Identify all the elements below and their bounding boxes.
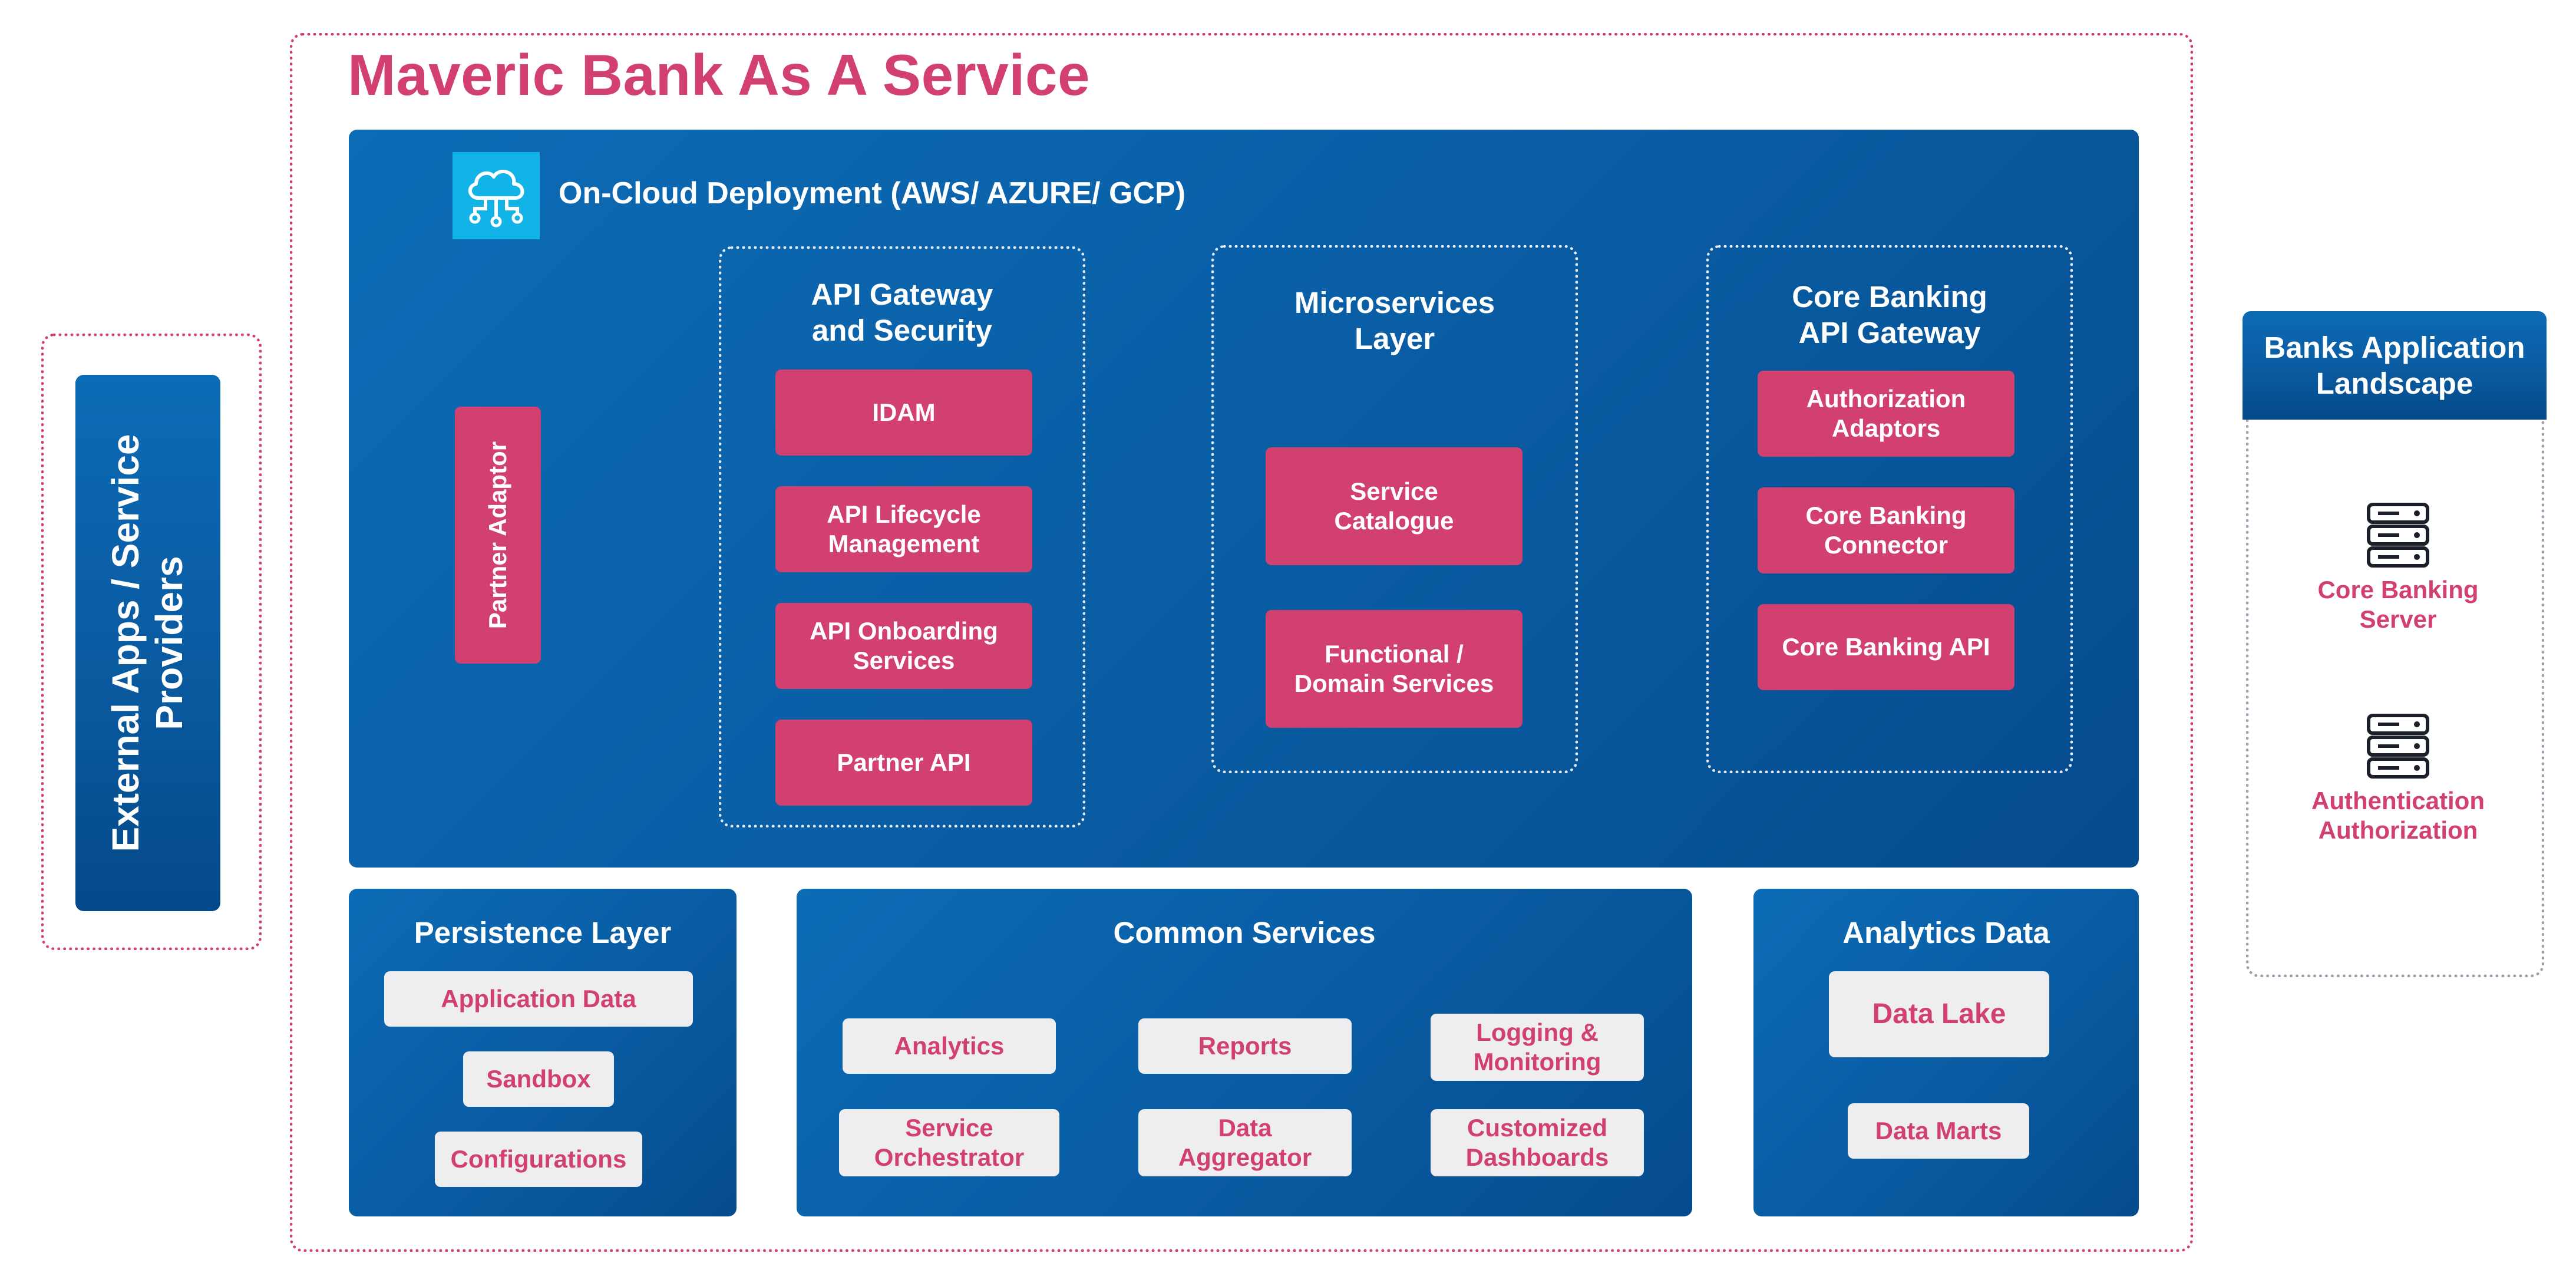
api-onboarding-box: API Onboarding Services (775, 603, 1032, 689)
microservices-group: Microservices Layer Service Catalogue Fu… (1211, 245, 1578, 773)
server-icon (2365, 712, 2431, 780)
core-banking-server-label: Core Banking Server (2317, 576, 2479, 634)
persistence-layer-panel: Persistence Layer Application Data Sandb… (349, 889, 737, 1216)
idam-box: IDAM (775, 370, 1032, 456)
configurations-pill: Configurations (435, 1132, 642, 1187)
api-gateway-title: API Gateway and Security (811, 278, 993, 348)
data-marts-pill: Data Marts (1848, 1103, 2029, 1159)
cloud-network-icon (453, 152, 540, 239)
analytics-data-title: Analytics Data (1842, 916, 2050, 949)
logging-monitoring-pill: Logging & Monitoring (1431, 1014, 1644, 1081)
authentication-authorization-label: Authentication Authorization (2311, 787, 2485, 845)
application-data-pill: Application Data (384, 971, 693, 1027)
banks-landscape-frame (2246, 413, 2544, 977)
external-apps-label: External Apps / Service Providers (104, 434, 190, 852)
service-orchestrator-pill: Service Orchestrator (839, 1109, 1059, 1176)
service-catalogue-box: Service Catalogue (1266, 447, 1523, 565)
sandbox-pill: Sandbox (463, 1051, 614, 1107)
customized-dashboards-pill: Customized Dashboards (1431, 1109, 1644, 1176)
api-lifecycle-box: API Lifecycle Management (775, 486, 1032, 572)
external-frame (41, 334, 262, 950)
common-services-title: Common Services (1113, 916, 1376, 949)
microservices-title: Microservices Layer (1294, 286, 1495, 356)
domain-services-box: Functional / Domain Services (1266, 610, 1523, 728)
api-gateway-group: API Gateway and Security IDAM API Lifecy… (719, 246, 1085, 827)
partner-adaptor: Partner Adaptor (455, 407, 541, 664)
persistence-title: Persistence Layer (414, 916, 672, 949)
banks-landscape-header: Banks Application Landscape (2243, 311, 2547, 420)
external-apps-panel: External Apps / Service Providers (75, 375, 220, 911)
cloud-deployment-label: On-Cloud Deployment (AWS/ AZURE/ GCP) (559, 176, 1186, 210)
analytics-pill: Analytics (843, 1018, 1056, 1074)
core-banking-connector-box: Core Banking Connector (1758, 487, 2014, 573)
banks-landscape-title: Banks Application Landscape (2264, 330, 2525, 400)
page-title: Maveric Bank As A Service (348, 42, 1090, 107)
partner-api-box: Partner API (775, 720, 1032, 806)
core-banking-gateway-group: Core Banking API Gateway Authorization A… (1706, 245, 2073, 773)
reports-pill: Reports (1138, 1018, 1352, 1074)
cloud-deployment-panel: On-Cloud Deployment (AWS/ AZURE/ GCP) Pa… (349, 130, 2139, 868)
core-banking-gateway-title: Core Banking API Gateway (1792, 280, 1987, 350)
data-aggregator-pill: Data Aggregator (1138, 1109, 1352, 1176)
analytics-data-panel: Analytics Data Data Lake Data Marts (1753, 889, 2139, 1216)
data-lake-pill: Data Lake (1829, 971, 2049, 1057)
authorization-adaptors-box: Authorization Adaptors (1758, 371, 2014, 457)
server-icon (2365, 501, 2431, 569)
main-frame (290, 33, 2193, 1252)
common-services-panel: Common Services Analytics Reports Loggin… (797, 889, 1692, 1216)
core-banking-api-box: Core Banking API (1758, 604, 2014, 690)
partner-adaptor-label: Partner Adaptor (483, 441, 511, 629)
